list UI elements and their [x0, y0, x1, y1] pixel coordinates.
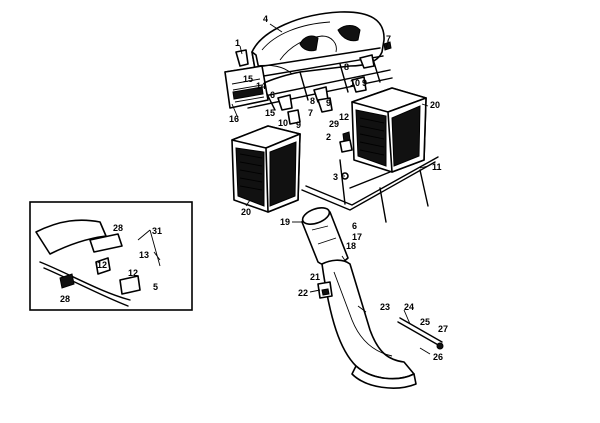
callout-10b: 10	[278, 118, 288, 128]
callout-25: 25	[420, 317, 430, 327]
grass-bag-cover	[251, 11, 385, 87]
callout-9b: 9	[296, 120, 301, 130]
inset-callout-5: 5	[153, 282, 158, 292]
callout-15a: 15	[243, 74, 253, 84]
callout-10a: 10	[350, 78, 360, 88]
leader-lines	[231, 23, 431, 355]
callout-8a: 8	[344, 62, 349, 72]
callout-1: 1	[235, 38, 240, 48]
chute-bracket	[317, 281, 333, 299]
inset-callout-12b: 12	[128, 268, 138, 278]
callout-2: 2	[326, 132, 331, 142]
callout-14: 14	[256, 81, 266, 91]
grille-plate	[224, 65, 269, 109]
callout-23: 23	[380, 302, 390, 312]
rod-assembly	[397, 317, 444, 350]
upper-chute-tube	[301, 207, 349, 267]
callout-26: 26	[433, 352, 443, 362]
bracket-clips	[235, 41, 392, 125]
callout-12a: 12	[339, 112, 349, 122]
callout-4: 4	[263, 14, 268, 24]
inset-callout-13: 13	[139, 250, 149, 260]
callout-7: 7	[386, 34, 391, 44]
inset-callout-28b: 28	[60, 294, 70, 304]
callout-15b: 15	[265, 108, 275, 118]
detail-inset	[29, 201, 193, 311]
callout-17: 17	[352, 232, 362, 242]
callout-8b: 8	[310, 96, 315, 106]
callout-24: 24	[404, 302, 414, 312]
callout-22: 22	[298, 288, 308, 298]
inset-callout-28a: 28	[113, 223, 123, 233]
bag-support-frame	[301, 156, 439, 223]
callout-18: 18	[346, 241, 356, 251]
callout-16: 16	[229, 114, 239, 124]
callout-6b: 6	[352, 221, 357, 231]
right-grass-bag	[351, 87, 427, 173]
callout-6a: 6	[270, 90, 275, 100]
callout-27: 27	[438, 324, 448, 334]
callout-9c: 9	[326, 98, 331, 108]
callout-21: 21	[310, 272, 320, 282]
inset-callout-31: 31	[152, 226, 162, 236]
left-grass-bag	[231, 125, 301, 213]
callout-3: 3	[333, 172, 338, 182]
callout-19: 19	[280, 217, 290, 227]
callout-29: 29	[329, 119, 339, 129]
inset-callout-12a: 12	[97, 260, 107, 270]
callout-7b: 7	[308, 108, 313, 118]
callout-20a: 20	[430, 100, 440, 110]
callout-11: 11	[432, 162, 442, 172]
callout-labels: 1 4 7 8 10 9 15 14 15 16 6 10 9 8 7 9 29…	[60, 14, 448, 362]
callout-20b: 20	[241, 207, 251, 217]
callout-9a: 9	[362, 78, 367, 88]
